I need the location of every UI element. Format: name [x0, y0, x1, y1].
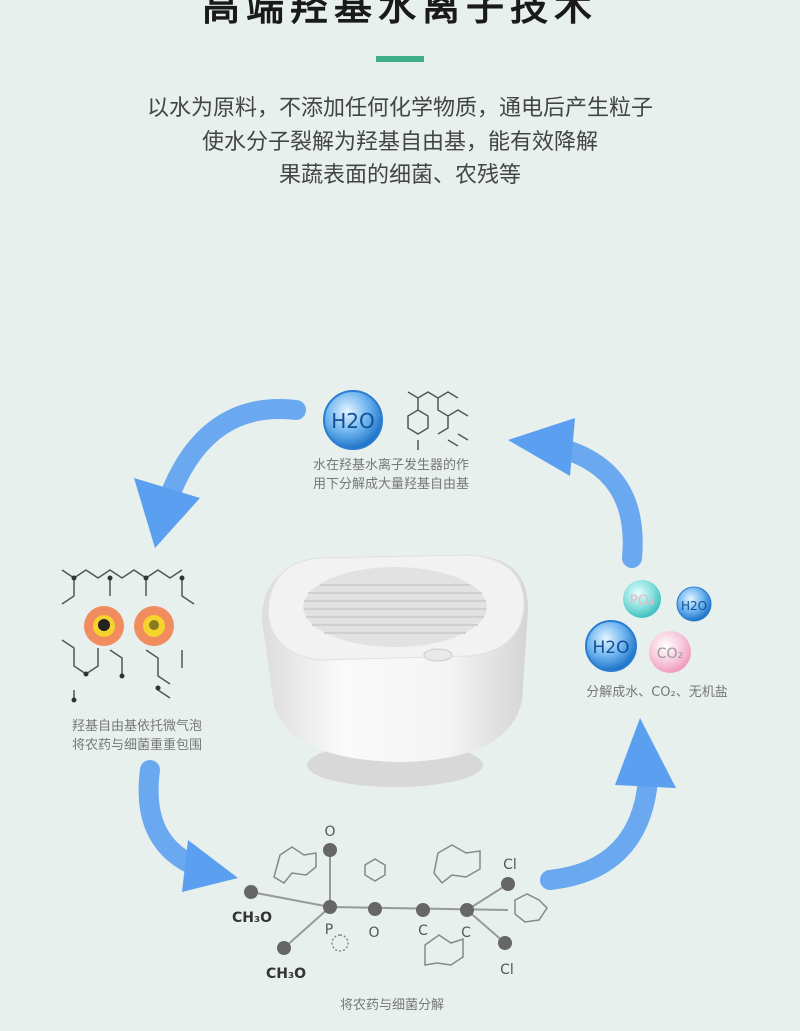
- arrow-bottom-right: [540, 718, 676, 890]
- h2o-small-bubble-icon: H2O: [676, 586, 712, 622]
- atom-label: C: [418, 923, 428, 939]
- power-button[interactable]: [423, 648, 453, 662]
- atom-label: O: [368, 925, 379, 941]
- svg-text:PO₄: PO₄: [629, 593, 654, 609]
- step-right-caption: 分解成水、CO₂、无机盐: [586, 685, 728, 700]
- hydroxyl-generator-device: [262, 554, 528, 787]
- description-line: 以水为原料，不添加任何化学物质，通电后产生粒子: [146, 96, 653, 121]
- description-line: 果蔬表面的细菌、农残等: [278, 163, 521, 188]
- step-left-caption: 羟基自由基依托微气泡 将农药与细菌重重包围: [17, 717, 257, 755]
- caption-line: 将农药与细菌重重包围: [71, 738, 202, 753]
- co2-bubble-icon: CO₂: [649, 631, 691, 673]
- caption-line: 羟基自由基依托微气泡: [71, 719, 202, 734]
- decomposition-bubbles: PO₄ H2O H2O CO₂: [585, 580, 712, 673]
- step-top-caption: 水在羟基水离子发生器的作 用下分解成大量羟基自由基: [241, 456, 541, 494]
- arrow-top-left: [134, 399, 306, 548]
- pesticide-molecule: O CH₃O CH₃O P O C C Cl Cl: [232, 824, 548, 982]
- atom-label: O: [324, 824, 335, 840]
- enclosed-bacteria-icon: [61, 569, 195, 703]
- arrow-top-right: [508, 418, 643, 568]
- svg-text:H2O: H2O: [593, 638, 630, 658]
- atom-label: Cl: [503, 857, 517, 873]
- title-underline: [376, 56, 424, 62]
- h2o-large-bubble-icon: H2O: [585, 620, 637, 672]
- description: 以水为原料，不添加任何化学物质，通电后产生粒子 使水分子裂解为羟基自由基，能有效…: [0, 92, 800, 193]
- step-bottom-caption: 将农药与细菌分解: [339, 998, 444, 1013]
- atom-label: P: [325, 922, 333, 938]
- po4-bubble-icon: PO₄: [623, 580, 661, 618]
- atom-label: CH₃O: [232, 910, 272, 926]
- svg-text:CO₂: CO₂: [657, 646, 683, 662]
- caption-line: 水在羟基水离子发生器的作: [312, 458, 469, 473]
- description-line: 使水分子裂解为羟基自由基，能有效降解: [201, 129, 598, 155]
- atom-label: CH₃O: [266, 966, 306, 982]
- svg-text:H2O: H2O: [681, 599, 707, 613]
- arrow-bottom-left: [138, 760, 238, 892]
- bubble-label: H2O: [331, 409, 375, 433]
- h2o-bubble-icon: H2O: [323, 390, 383, 450]
- caption-line: 用下分解成大量羟基自由基: [312, 477, 469, 492]
- atom-label: Cl: [500, 962, 514, 978]
- section-title: 高端羟基水离子技术: [201, 0, 598, 29]
- atom-label: C: [461, 925, 471, 941]
- molecule-network-icon: [407, 391, 469, 450]
